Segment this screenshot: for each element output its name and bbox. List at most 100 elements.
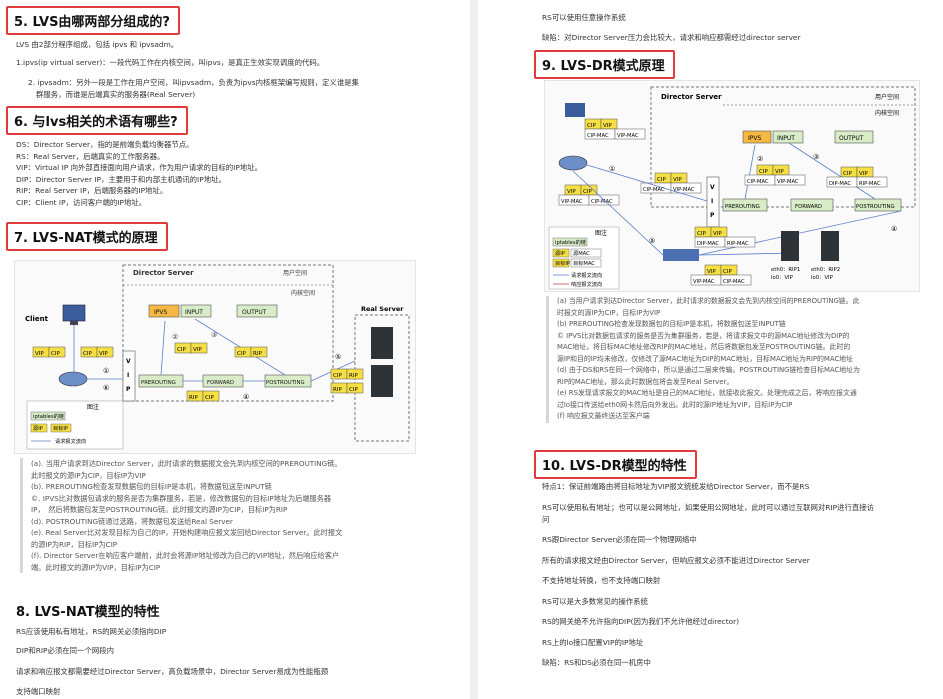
dr-note: © IPVS比对数据包请求的服务是否为集群服务，若是，将请求报文中的源MAC地址… bbox=[557, 331, 850, 340]
rs2-eth: eth0：RIP2 bbox=[811, 267, 840, 273]
tag-vip: VIP bbox=[775, 169, 784, 175]
tag-vip: VIP bbox=[35, 351, 44, 357]
section-8-title: 8. LVS-NAT模型的特性 bbox=[16, 605, 160, 620]
real-server-icon bbox=[371, 365, 393, 397]
tag-cip: CIP bbox=[759, 169, 768, 175]
tag-vip: VIP bbox=[99, 351, 108, 357]
term-line: VIP：Virtual IP 向外部直接面向用户请求，作为用户请求的目标的IP地… bbox=[16, 163, 262, 172]
nat-note: (f). Director Server在响应客户端前，此时会将源IP地址修改为… bbox=[31, 551, 340, 560]
s10-line: RS可以是大多数常见的操作系统 bbox=[542, 597, 648, 606]
postrouting-text: POSTROUTING bbox=[266, 380, 305, 386]
dr-note: (e) RS发现请求报文的MAC地址是自己的MAC地址，就接收此报文。处理完成之… bbox=[557, 389, 857, 397]
tag-cip: CIP bbox=[237, 351, 246, 357]
real-server-label: Real Server bbox=[361, 305, 404, 313]
s8-line: RS应该使用私有地址，RS的网关必须指向DIP bbox=[16, 627, 167, 636]
legend-dstmac: 目标MAC bbox=[573, 259, 595, 267]
nat-step-2: ② bbox=[172, 333, 178, 341]
tag-rip: RIP bbox=[333, 387, 342, 393]
input-box bbox=[180, 304, 212, 318]
nat-note: (b). PREROUTING检查发现数据包的目标IP是本机，将数据包送至INP… bbox=[31, 482, 272, 491]
dr-step-2: ② bbox=[757, 155, 763, 163]
prerouting-text: PREROUTING bbox=[141, 380, 176, 386]
output-text: OUTPUT bbox=[839, 135, 864, 142]
output-box bbox=[236, 304, 278, 318]
tag-vip: VIP bbox=[707, 269, 716, 275]
tag-cip-mac: CIP-MAC bbox=[723, 279, 745, 285]
nat-step-6: ⑥ bbox=[103, 384, 109, 392]
director-region bbox=[122, 264, 334, 402]
switch-icon bbox=[663, 249, 699, 261]
nat-note: 此时报文的源IP为CIP，目标IP为VIP bbox=[31, 470, 146, 480]
right-page: RS可以使用任意操作系统 缺陷：对Director Server压力会比较大，请… bbox=[478, 0, 943, 699]
nat-note: 的源IP为RIP，目标IP为CIP bbox=[31, 539, 118, 549]
dr-note: (d) 由于DS和RS在同一个网络中，所以是通过二层来传输。POSTROUTIN… bbox=[557, 366, 860, 374]
tag-vip: VIP bbox=[193, 347, 202, 353]
tag-cip: CIP bbox=[51, 351, 60, 357]
vip-letter: V bbox=[710, 184, 715, 191]
vip-letter: I bbox=[711, 198, 713, 205]
nat-note: ©. IPVS比对数据包请求的服务是否为集群服务，若是，修改数据包的目标IP地址… bbox=[31, 493, 332, 503]
vip-letter: P bbox=[126, 386, 131, 393]
real-server-icon bbox=[781, 231, 799, 261]
s8-line: 请求和响应报文都需要经过Director Server，高负载场景中，Direc… bbox=[16, 667, 329, 676]
dr-step-3: ③ bbox=[813, 153, 819, 161]
output-text: OUTPUT bbox=[242, 309, 267, 316]
tag-vip-mac: VIP-MAC bbox=[673, 187, 695, 193]
term-line: DIP：Director Server IP，主要用于和内部主机通讯的IP地址。 bbox=[16, 174, 226, 184]
dr-note: (a) 当用户请求到达Director Server，此时请求的数据报文会先到内… bbox=[557, 297, 860, 305]
lvs-dr-diagram: Director Server 用户空间 内核空间 IPVS INPUT OUT… bbox=[544, 80, 920, 292]
tag-vip: VIP bbox=[603, 123, 612, 129]
tag-cip-mac: CIP-MAC bbox=[747, 179, 769, 185]
legend-iptables: iptables的链 bbox=[33, 412, 65, 420]
tag-cip-mac: CIP-MAC bbox=[591, 199, 613, 205]
legend-srcmac: 源MAC bbox=[573, 249, 590, 257]
tag-cip: CIP bbox=[333, 373, 342, 379]
nat-notes: (a). 当用户请求到达Director Server，此时请求的数据报文会先到… bbox=[20, 458, 451, 573]
tag-cip-mac: CIP-MAC bbox=[587, 133, 609, 139]
director-label: Director Server bbox=[661, 93, 722, 101]
tag-dip-mac: DIP-MAC bbox=[697, 241, 719, 247]
s8-line: 支持端口映射 bbox=[16, 687, 61, 696]
dr-legend bbox=[548, 226, 620, 290]
tag-vip-mac: VIP-MAC bbox=[561, 199, 583, 205]
legend-req: 请求报文流向 bbox=[55, 437, 86, 445]
term-line: CIP：Client IP，访问客户端的IP地址。 bbox=[16, 197, 147, 207]
director-label: Director Server bbox=[133, 269, 194, 277]
top-line: RS可以使用任意操作系统 bbox=[542, 13, 626, 22]
legend-title: 图注 bbox=[87, 403, 99, 411]
nat-step-1: ① bbox=[103, 367, 109, 375]
postrouting-text: POSTROUTING bbox=[856, 204, 895, 210]
section-7-title: 7. LVS-NAT模式的原理 bbox=[6, 222, 168, 251]
real-server-icon bbox=[821, 231, 839, 261]
dr-note: RIP的MAC地址，那么此时数据包将会发至Real Server。 bbox=[557, 377, 734, 386]
legend-dst: 目标IP bbox=[555, 259, 570, 267]
router-icon bbox=[558, 155, 588, 171]
lvs-nat-diagram: Director Server 用户空间 内核空间 IPVS INPUT OUT… bbox=[14, 260, 416, 454]
kernel-space-label: 内核空间 bbox=[875, 109, 899, 117]
s5-item2b: 群服务，而谁是后端真实的服务器(Real Server) bbox=[36, 90, 196, 99]
dr-notes: (a) 当用户请求到达Director Server，此时请求的数据报文会先到内… bbox=[546, 296, 927, 423]
s10-line: 不支持地址转换，也不支持端口映射 bbox=[542, 576, 661, 585]
legend-src: 源IP bbox=[555, 249, 565, 257]
nat-note: (d). POSTROUTING链通过选路，将数据包发送给Real Server bbox=[31, 516, 233, 526]
rs2-lo: lo0：VIP bbox=[811, 275, 834, 281]
tag-vip: VIP bbox=[567, 189, 576, 195]
forward-text: FORWARD bbox=[795, 204, 822, 210]
user-space-label: 用户空间 bbox=[875, 93, 899, 101]
prerouting-text: PREROUTING bbox=[725, 204, 760, 210]
legend-iptables: iptables的链 bbox=[555, 238, 587, 246]
term-line: RIP：Real Server IP，后端服务器的IP地址。 bbox=[16, 186, 168, 195]
s10-line: 所有的请求报文经由Director Server，但响应报文必须不能进过Dire… bbox=[542, 556, 810, 565]
dr-note: MAC地址，将目标MAC地址修改RIP的MAC地址，然后将数据包发至POSTRO… bbox=[557, 343, 851, 351]
s6-terms: DS：Director Server，指的是前端负载均衡器节点。 RS：Real… bbox=[16, 139, 456, 208]
section-6-title: 6. 与lvs相关的术语有哪些? bbox=[6, 106, 188, 135]
nat-note: (a). 当用户请求到达Director Server，此时请求的数据报文会先到… bbox=[31, 459, 342, 468]
tag-vip-mac: VIP-MAC bbox=[693, 279, 715, 285]
input-text: INPUT bbox=[185, 309, 203, 316]
s10-line: 问 bbox=[542, 515, 550, 524]
tag-cip: CIP bbox=[843, 171, 852, 177]
tag-cip-mac: CIP-MAC bbox=[643, 187, 665, 193]
tag-cip: CIP bbox=[723, 269, 732, 275]
client-monitor bbox=[565, 103, 585, 117]
vip-letter: P bbox=[710, 212, 715, 219]
